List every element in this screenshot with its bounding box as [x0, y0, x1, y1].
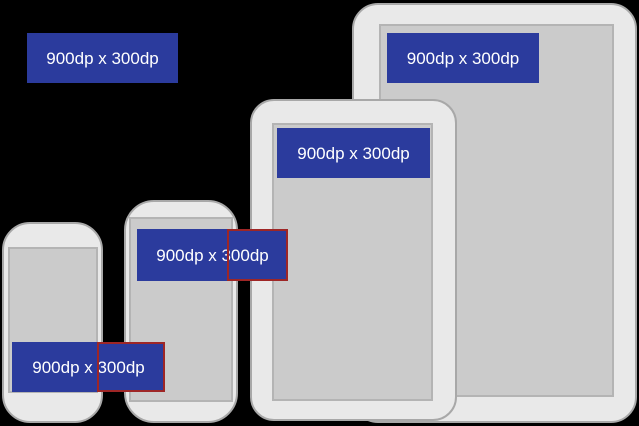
- device-small-phone: [2, 222, 103, 423]
- dp-box-small-phone-label: 900dp x 300dp: [32, 357, 145, 377]
- dp-box-standalone: 900dp x 300dp: [27, 33, 178, 83]
- dp-box-small-phone: 900dp x 300dp: [12, 342, 165, 392]
- dp-box-standalone-label: 900dp x 300dp: [46, 48, 159, 68]
- dp-box-large-tablet-label: 900dp x 300dp: [406, 48, 520, 68]
- medium-tablet-screen: 900dp x 300dp: [272, 123, 433, 401]
- dp-box-medium-phone: 900dp x 300dp: [137, 229, 288, 281]
- dp-box-medium-phone-label: 900dp x 300dp: [156, 245, 269, 265]
- dp-box-large-tablet: 900dp x 300dp: [387, 33, 539, 83]
- overflow-outline-medium-phone: [227, 229, 288, 281]
- dp-box-medium-tablet-label: 900dp x 300dp: [297, 143, 410, 163]
- dp-box-medium-tablet: 900dp x 300dp: [277, 128, 430, 178]
- overflow-outline-small-phone: [97, 342, 165, 392]
